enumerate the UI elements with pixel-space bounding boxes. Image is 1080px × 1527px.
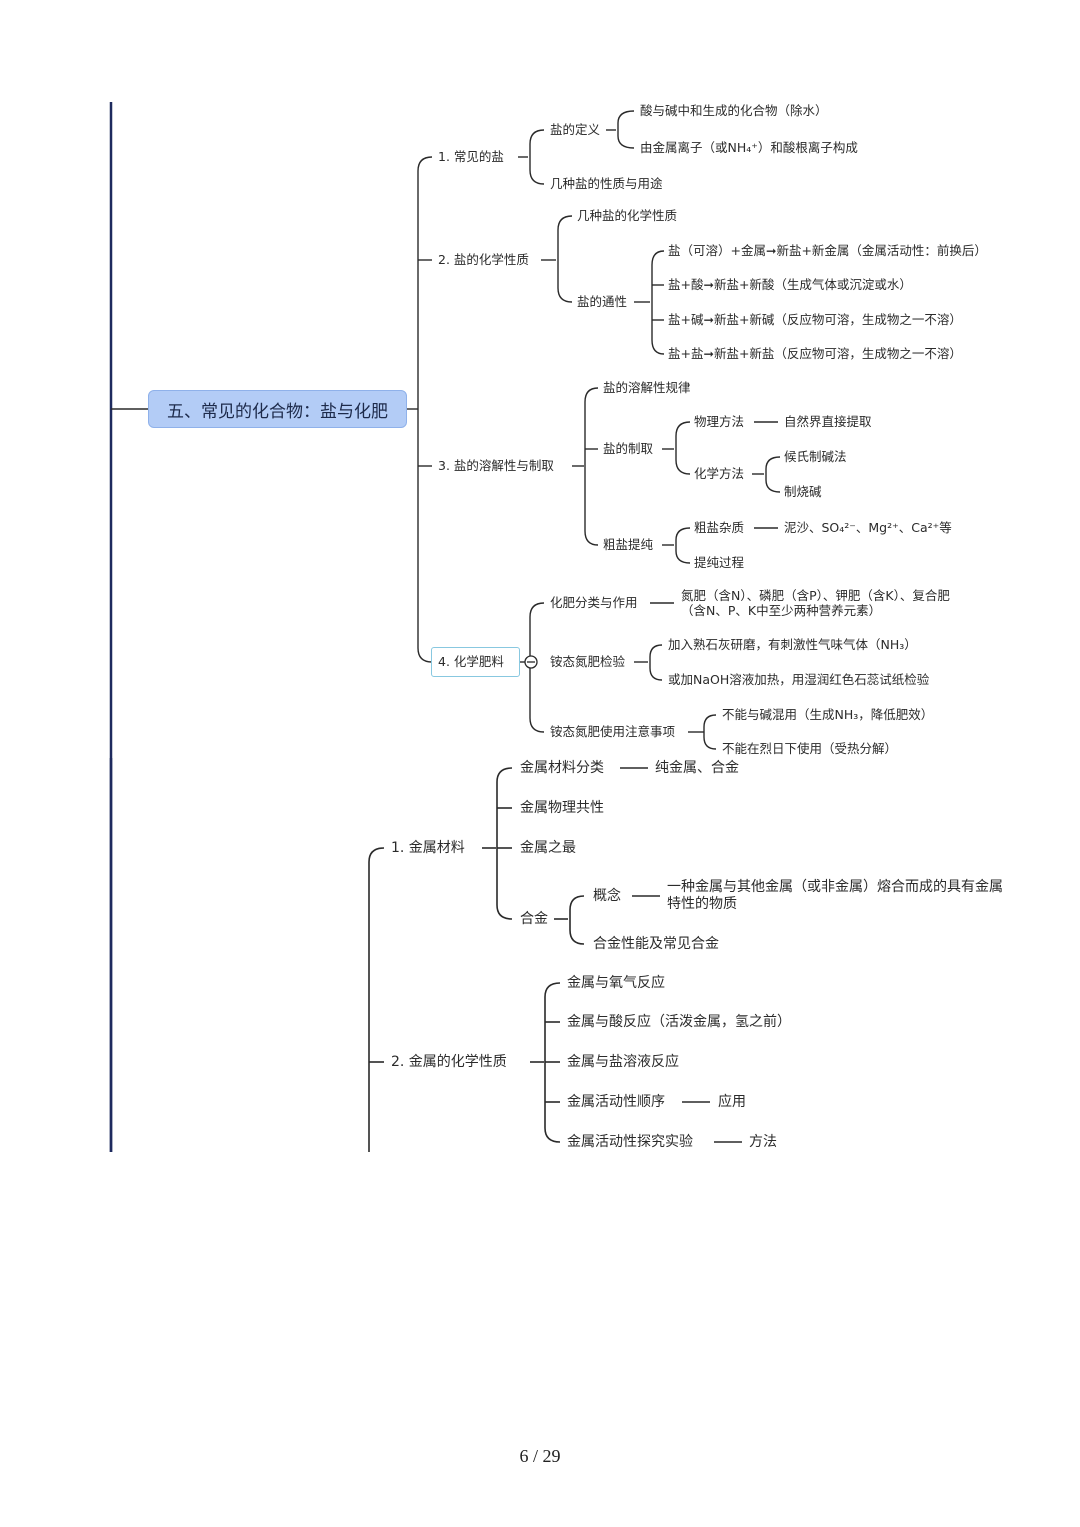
alloy-concept-node[interactable]: 概念 bbox=[593, 888, 621, 904]
salt-topic-solubility-preparation[interactable]: 3. 盐的溶解性与制取 bbox=[438, 457, 554, 473]
crude-salt-purification-node[interactable]: 粗盐提纯 bbox=[603, 536, 654, 552]
metal-superlatives[interactable]: 金属之最 bbox=[520, 840, 576, 856]
salt-topic-common-salts[interactable]: 1. 常见的盐 bbox=[438, 148, 504, 164]
metal-activity-series-application[interactable]: 应用 bbox=[718, 1094, 746, 1110]
crude-salt-impurity-detail[interactable]: 泥沙、SO₄²⁻、Mg²⁺、Ca²⁺等 bbox=[784, 519, 952, 535]
alloy-concept-detail[interactable]: 一种金属与其他金属（或非金属）熔合而成的具有金属特性的物质 bbox=[667, 879, 1003, 912]
ammonium-test-method-a[interactable]: 加入熟石灰研磨，有刺激性气味气体（NH₃） bbox=[668, 636, 917, 652]
physical-method-node[interactable]: 物理方法 bbox=[694, 413, 745, 429]
salt-definition-b[interactable]: 由金属离子（或NH₄⁺）和酸根离子构成 bbox=[640, 139, 858, 155]
chemical-method-node[interactable]: 化学方法 bbox=[694, 465, 745, 481]
root-topic-node[interactable]: 五、常见的化合物：盐与化肥 bbox=[148, 390, 407, 428]
metal-material-classification-detail[interactable]: 纯金属、合金 bbox=[655, 760, 739, 776]
salt-common-properties-node[interactable]: 盐的通性 bbox=[577, 293, 628, 309]
fertilizer-classification-detail[interactable]: 氮肥（含N）、磷肥（含P）、钾肥（含K）、复合肥（含N、P、K中至少两种营养元素… bbox=[681, 588, 950, 618]
salt-reaction-salt[interactable]: 盐+盐➞新盐+新盐（反应物可溶，生成物之一不溶） bbox=[668, 345, 962, 361]
chemical-method-caustic-soda[interactable]: 制烧碱 bbox=[784, 483, 822, 499]
page-number: 6 / 29 bbox=[519, 1446, 561, 1466]
metal-physical-properties[interactable]: 金属物理共性 bbox=[520, 800, 604, 816]
fertilizer-classification-node[interactable]: 化肥分类与作用 bbox=[550, 594, 638, 610]
crude-salt-impurity-node[interactable]: 粗盐杂质 bbox=[694, 519, 745, 535]
salt-definition-a[interactable]: 酸与碱中和生成的化合物（除水） bbox=[640, 102, 828, 118]
fertilizer-node-highlight bbox=[431, 647, 520, 677]
salt-topic-chemical-properties[interactable]: 2. 盐的化学性质 bbox=[438, 251, 529, 267]
metal-oxygen-reaction[interactable]: 金属与氧气反应 bbox=[567, 975, 665, 991]
salt-chemical-properties-node[interactable]: 几种盐的化学性质 bbox=[577, 207, 678, 223]
chemical-method-hou[interactable]: 候氏制碱法 bbox=[784, 448, 847, 464]
ammonium-caution-b[interactable]: 不能在烈日下使用（受热分解） bbox=[722, 740, 898, 756]
purification-process-node[interactable]: 提纯过程 bbox=[694, 554, 745, 570]
salt-properties-uses[interactable]: 几种盐的性质与用途 bbox=[550, 175, 663, 191]
alloy-node[interactable]: 合金 bbox=[520, 911, 548, 927]
ammonium-test-method-b[interactable]: 或加NaOH溶液加热，用湿润红色石蕊试纸检验 bbox=[668, 671, 930, 687]
metal-activity-series[interactable]: 金属活动性顺序 bbox=[567, 1094, 665, 1110]
metal-salt-solution-reaction[interactable]: 金属与盐溶液反应 bbox=[567, 1054, 679, 1070]
metal-activity-experiment[interactable]: 金属活动性探究实验 bbox=[567, 1134, 693, 1150]
alloy-properties-common[interactable]: 合金性能及常见合金 bbox=[593, 936, 719, 952]
salt-reaction-metal[interactable]: 盐（可溶）+金属➞新盐+新金属（金属活动性：前换后） bbox=[668, 242, 987, 258]
salt-reaction-acid[interactable]: 盐+酸➞新盐+新酸（生成气体或沉淀或水） bbox=[668, 276, 912, 292]
metal-acid-reaction[interactable]: 金属与酸反应（活泼金属，氢之前） bbox=[567, 1014, 791, 1030]
ammonium-caution-a[interactable]: 不能与碱混用（生成NH₃，降低肥效） bbox=[722, 706, 934, 722]
salt-topic-fertilizer[interactable]: 4. 化学肥料 bbox=[438, 653, 504, 669]
ammonium-fertilizer-test-node[interactable]: 铵态氮肥检验 bbox=[550, 653, 626, 669]
metal-activity-experiment-method[interactable]: 方法 bbox=[749, 1134, 777, 1150]
physical-method-detail[interactable]: 自然界直接提取 bbox=[784, 413, 872, 429]
ammonium-fertilizer-caution-node[interactable]: 铵态氮肥使用注意事项 bbox=[550, 723, 676, 739]
salt-definition-node[interactable]: 盐的定义 bbox=[550, 121, 601, 137]
salt-reaction-base[interactable]: 盐+碱➞新盐+新碱（反应物可溶，生成物之一不溶） bbox=[668, 311, 962, 327]
salt-preparation-node[interactable]: 盐的制取 bbox=[603, 440, 654, 456]
metal-topic-materials[interactable]: 1. 金属材料 bbox=[391, 840, 465, 856]
metal-topic-chemical-properties[interactable]: 2. 金属的化学性质 bbox=[391, 1054, 507, 1070]
metal-material-classification[interactable]: 金属材料分类 bbox=[520, 760, 604, 776]
salt-solubility-rule[interactable]: 盐的溶解性规律 bbox=[603, 379, 691, 395]
